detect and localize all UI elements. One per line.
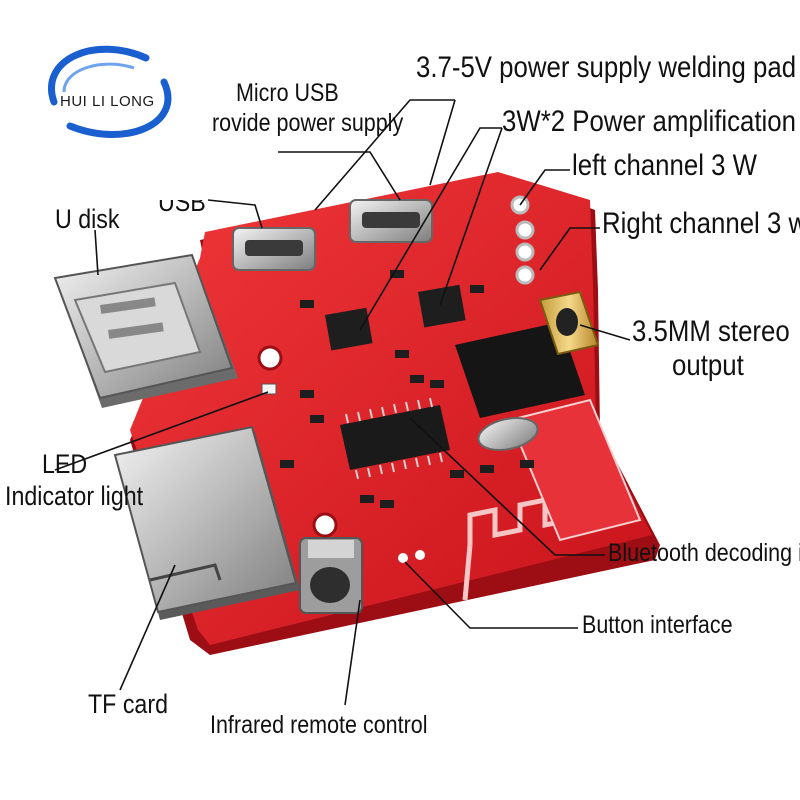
amplifier-chip-right <box>418 284 466 328</box>
label-right-channel: Right channel 3 w <box>602 207 800 240</box>
mounting-hole <box>312 512 338 538</box>
smd-components <box>280 270 534 508</box>
leader-amplifier-b <box>439 127 503 306</box>
brand-name: HUI LI LONG <box>60 93 155 110</box>
leader-power-pad-a <box>314 99 455 211</box>
amplifier-chip-left <box>325 307 373 351</box>
label-stereo-line2: output <box>672 349 744 382</box>
leader-lines <box>54 99 631 706</box>
mounting-hole <box>257 345 283 371</box>
leader-usb-fragment <box>207 199 263 229</box>
label-micro-usb-line1: Micro USB <box>236 79 339 107</box>
label-left-channel: left channel 3 W <box>572 149 758 182</box>
leader-right-channel <box>539 227 600 271</box>
speaker-pad <box>515 220 535 240</box>
led-indicator <box>261 383 277 395</box>
leader-u-disk <box>94 229 99 276</box>
label-stereo-line1: 3.5MM stereo <box>632 315 790 348</box>
label-led-line2: Indicator light <box>5 481 144 511</box>
label-usb-fragment: USB <box>158 187 206 217</box>
usb-a-port <box>53 253 238 408</box>
label-led-line1: LED <box>42 449 88 479</box>
button-pad <box>415 550 425 560</box>
label-infrared: Infrared remote control <box>210 711 428 739</box>
bluetooth-decoder-chip <box>340 397 450 480</box>
button-pad <box>398 553 408 563</box>
brand-logo <box>48 45 172 138</box>
micro-usb-port-audio <box>232 227 316 271</box>
leader-infrared <box>344 599 361 706</box>
label-power-pad: 3.7-5V power supply welding pad <box>416 51 797 84</box>
speaker-pad <box>515 265 535 285</box>
tf-card-slot <box>113 425 300 620</box>
label-bluetooth: Bluetooth decoding ic <box>608 539 800 567</box>
leader-micro-usb <box>278 151 401 201</box>
leader-led <box>54 391 269 471</box>
stereo-jack-3-5mm <box>455 290 600 418</box>
leader-button <box>404 561 578 629</box>
label-tf-card: TF card <box>88 689 168 719</box>
leader-tf-card <box>119 564 176 691</box>
leader-power-pad-b <box>429 99 456 186</box>
leader-amplifier-a <box>359 127 502 331</box>
leader-bluetooth <box>409 417 605 556</box>
micro-usb-port-power <box>349 199 433 243</box>
label-micro-usb-line2: rovide power supply <box>212 109 404 137</box>
leader-left-channel <box>519 169 570 206</box>
crystal-oscillator <box>477 417 539 451</box>
label-amplifier: 3W*2 Power amplification <box>502 105 796 138</box>
leader-stereo <box>579 324 631 341</box>
antenna-keepout-area <box>508 398 642 542</box>
label-u-disk: U disk <box>55 204 120 234</box>
label-button: Button interface <box>582 611 733 639</box>
infrared-receiver <box>299 537 363 614</box>
speaker-pad <box>515 242 535 262</box>
